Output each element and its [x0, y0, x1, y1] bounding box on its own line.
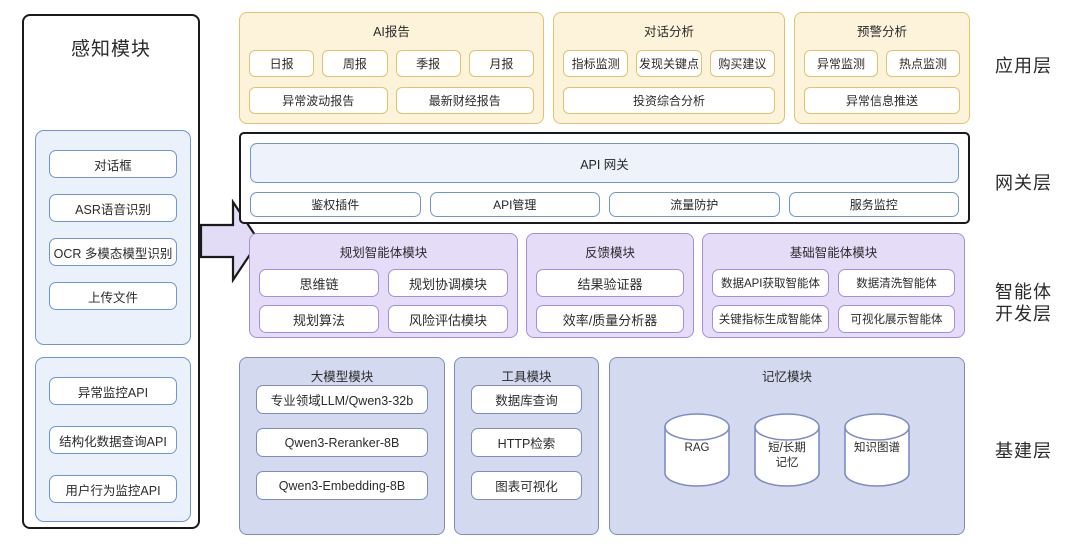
infra-item-reranker[interactable]: Qwen3-Reranker-8B: [256, 428, 428, 457]
memory-cylinder-rag-label: RAG: [684, 442, 710, 454]
app-group-alert-analysis-row2: 异常信息推送: [804, 87, 960, 114]
infra-item-embedding[interactable]: Qwen3-Embedding-8B: [256, 471, 428, 500]
agent-item-chain-of-thought[interactable]: 思维链: [259, 269, 379, 297]
infra-item-http-retrieval[interactable]: HTTP检索: [471, 428, 582, 457]
agent-group-planning-row2: 规划算法 风险评估模块: [259, 305, 508, 333]
app-item-anomaly-fluctuation-report[interactable]: 异常波动报告: [249, 87, 388, 114]
app-group-dialog-analysis-title: 对话分析: [643, 25, 694, 39]
app-item-anomaly-push[interactable]: 异常信息推送: [804, 87, 960, 114]
agent-group-feedback-title: 反馈模块: [584, 246, 635, 260]
app-item-monthly-report[interactable]: 月报: [468, 50, 534, 77]
infra-item-domain-llm[interactable]: 专业领域LLM/Qwen3-32b: [256, 385, 428, 414]
perception-item-asr[interactable]: ASR语音识别: [49, 194, 177, 222]
app-item-daily-report[interactable]: 日报: [249, 50, 315, 77]
infra-group-tools-title: 工具模块: [501, 370, 552, 384]
app-group-ai-report-row1: 日报 周报 季报 月报: [249, 50, 534, 77]
agent-group-base-agents-row2: 关键指标生成智能体 可视化展示智能体: [712, 305, 955, 333]
gateway-layer: API 网关 鉴权插件 API管理 流量防护 服务监控: [239, 132, 970, 224]
app-item-weekly-report[interactable]: 周报: [322, 50, 388, 77]
perception-item-ocr[interactable]: OCR 多模态模型识别: [49, 238, 177, 266]
memory-cylinder-knowledge-graph[interactable]: 知识图谱: [841, 413, 913, 487]
agent-item-risk-assessment[interactable]: 风险评估模块: [388, 305, 508, 333]
layer-label-application: 应用层: [995, 56, 1052, 76]
memory-cylinder-row: RAG 短/长期 记忆 知识图谱: [610, 413, 964, 487]
gateway-item-service-monitoring[interactable]: 服务监控: [788, 192, 959, 217]
agent-item-planning-coordination[interactable]: 规划协调模块: [388, 269, 508, 297]
layer-label-agent-development: 智能体 开发层: [995, 282, 1052, 324]
app-item-latest-finance-report[interactable]: 最新财经报告: [395, 87, 534, 114]
app-item-hotspot-monitoring[interactable]: 热点监测: [886, 50, 960, 77]
app-item-quarterly-report[interactable]: 季报: [395, 50, 461, 77]
app-item-purchase-advice[interactable]: 购买建议: [709, 50, 775, 77]
layer-label-infrastructure: 基建层: [995, 441, 1052, 461]
app-group-alert-analysis-title: 预警分析: [856, 25, 907, 39]
agent-item-result-validator[interactable]: 结果验证器: [536, 269, 684, 297]
app-group-ai-report: AI报告 日报 周报 季报 月报 异常波动报告 最新财经报告: [239, 12, 544, 124]
perception-api-group: 异常监控API 结构化数据查询API 用户行为监控API: [35, 357, 191, 522]
gateway-item-auth-plugin[interactable]: 鉴权插件: [250, 192, 421, 217]
gateway-item-api-management[interactable]: API管理: [429, 192, 600, 217]
app-item-metric-monitoring[interactable]: 指标监测: [563, 50, 629, 77]
agent-group-feedback-row2: 效率/质量分析器: [536, 305, 684, 333]
agent-group-base-agents: 基础智能体模块 数据API获取智能体 数据清洗智能体 关键指标生成智能体 可视化…: [702, 233, 965, 338]
perception-item-dialog[interactable]: 对话框: [49, 150, 177, 178]
perception-input-group: 对话框 ASR语音识别 OCR 多模态模型识别 上传文件: [35, 130, 191, 345]
gateway-items-row: 鉴权插件 API管理 流量防护 服务监控: [250, 192, 959, 217]
agent-group-feedback-row1: 结果验证器: [536, 269, 684, 297]
infra-group-large-model: 大模型模块 专业领域LLM/Qwen3-32b Qwen3-Reranker-8…: [239, 357, 445, 535]
layer-label-gateway: 网关层: [995, 173, 1052, 193]
gateway-api-gateway-box[interactable]: API 网关: [250, 143, 959, 183]
app-group-alert-analysis-row1: 异常监测 热点监测: [804, 50, 960, 77]
infra-group-large-model-title: 大模型模块: [310, 370, 374, 384]
infrastructure-layer: 大模型模块 专业领域LLM/Qwen3-32b Qwen3-Reranker-8…: [239, 357, 965, 535]
agent-development-layer: 规划智能体模块 思维链 规划协调模块 规划算法 风险评估模块 反馈模块 结果验证…: [249, 233, 965, 338]
perception-item-user-behavior-api[interactable]: 用户行为监控API: [49, 475, 177, 503]
agent-group-base-agents-row1: 数据API获取智能体 数据清洗智能体: [712, 269, 955, 297]
app-group-dialog-analysis-row2: 投资综合分析: [563, 87, 775, 114]
agent-group-base-agents-title: 基础智能体模块: [789, 246, 878, 260]
app-group-dialog-analysis-row1: 指标监测 发现关键点 购买建议: [563, 50, 775, 77]
memory-cylinder-rag[interactable]: RAG: [661, 413, 733, 487]
memory-cylinder-knowledge-graph-label: 知识图谱: [854, 442, 900, 454]
infra-item-database-query[interactable]: 数据库查询: [471, 385, 582, 414]
perception-item-anomaly-api[interactable]: 异常监控API: [49, 377, 177, 405]
agent-group-feedback: 反馈模块 结果验证器 效率/质量分析器: [526, 233, 694, 338]
agent-item-key-metric-generation[interactable]: 关键指标生成智能体: [712, 305, 829, 333]
gateway-item-traffic-protection[interactable]: 流量防护: [609, 192, 780, 217]
perception-module-panel: 感知模块 对话框 ASR语音识别 OCR 多模态模型识别 上传文件 异常监控AP…: [22, 14, 200, 529]
perception-module-title: 感知模块: [70, 39, 151, 60]
infra-group-memory-title: 记忆模块: [761, 370, 812, 384]
app-group-ai-report-title: AI报告: [373, 25, 410, 39]
app-item-anomaly-monitoring[interactable]: 异常监测: [804, 50, 878, 77]
app-item-find-key-points[interactable]: 发现关键点: [636, 50, 702, 77]
perception-item-structured-query-api[interactable]: 结构化数据查询API: [49, 426, 177, 454]
memory-cylinder-short-long-term[interactable]: 短/长期 记忆: [751, 413, 823, 487]
agent-item-efficiency-quality-analyzer[interactable]: 效率/质量分析器: [536, 305, 684, 333]
app-group-dialog-analysis: 对话分析 指标监测 发现关键点 购买建议 投资综合分析: [553, 12, 785, 124]
agent-item-data-cleaning[interactable]: 数据清洗智能体: [838, 269, 955, 297]
infra-group-memory: 记忆模块 RAG 短/长期 记忆: [609, 357, 965, 535]
agent-item-data-api-fetch[interactable]: 数据API获取智能体: [712, 269, 829, 297]
app-group-ai-report-row2: 异常波动报告 最新财经报告: [249, 87, 534, 114]
infra-group-tools: 工具模块 数据库查询 HTTP检索 图表可视化: [454, 357, 599, 535]
memory-cylinder-short-long-term-label: 短/长期 记忆: [768, 442, 806, 469]
perception-item-upload[interactable]: 上传文件: [49, 282, 177, 310]
infra-item-chart-visualization[interactable]: 图表可视化: [471, 471, 582, 500]
app-group-alert-analysis: 预警分析 异常监测 热点监测 异常信息推送: [794, 12, 970, 124]
app-item-investment-comprehensive-analysis[interactable]: 投资综合分析: [563, 87, 775, 114]
agent-item-visualization-display[interactable]: 可视化展示智能体: [838, 305, 955, 333]
agent-group-planning-row1: 思维链 规划协调模块: [259, 269, 508, 297]
agent-item-planning-algorithm[interactable]: 规划算法: [259, 305, 379, 333]
agent-group-planning-title: 规划智能体模块: [339, 246, 428, 260]
agent-group-planning: 规划智能体模块 思维链 规划协调模块 规划算法 风险评估模块: [249, 233, 518, 338]
application-layer: AI报告 日报 周报 季报 月报 异常波动报告 最新财经报告 对话分析 指标监测…: [239, 12, 970, 124]
